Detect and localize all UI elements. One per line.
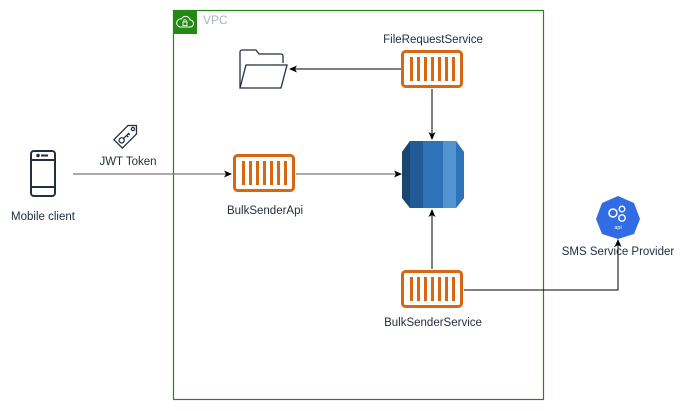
vpc-label: VPC (203, 13, 228, 27)
container-icon[interactable] (401, 50, 463, 88)
folder-icon[interactable] (239, 49, 288, 89)
jwt-token-label: JWT Token (99, 156, 157, 168)
edge-bulkservice-to-sms (464, 239, 622, 291)
vpc-boundary[interactable] (172, 9, 545, 401)
database-icon[interactable] (402, 141, 464, 208)
key-tag-icon (112, 124, 138, 150)
bulk-sender-service-label: BulkSenderService (384, 317, 482, 329)
bulk-sender-api-label: BulkSenderApi (226, 205, 304, 217)
container-icon[interactable] (401, 270, 463, 308)
mobile-client-label: Mobile client (11, 211, 75, 223)
vpc-cloud-lock-icon (173, 10, 197, 34)
sms-service-provider-label: SMS Service Provider (561, 246, 675, 258)
api-icon[interactable]: api (596, 196, 640, 239)
api-icon-text: api (614, 225, 621, 231)
container-icon[interactable] (233, 154, 295, 192)
mobile-phone-icon (30, 150, 56, 197)
file-request-service-label: FileRequestService (383, 34, 483, 46)
